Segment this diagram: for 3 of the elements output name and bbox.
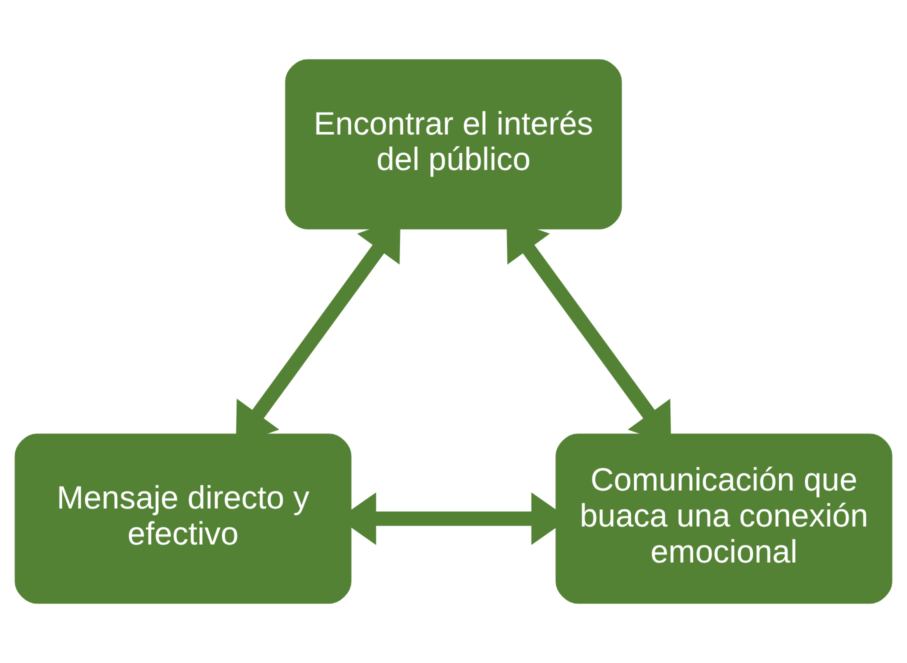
node-box: Comunicación que buaca una conexión emocional [556,434,892,604]
node-box: Encontrar el interés del público [285,59,622,230]
node-box: Mensaje directo y efectivo [14,434,352,604]
